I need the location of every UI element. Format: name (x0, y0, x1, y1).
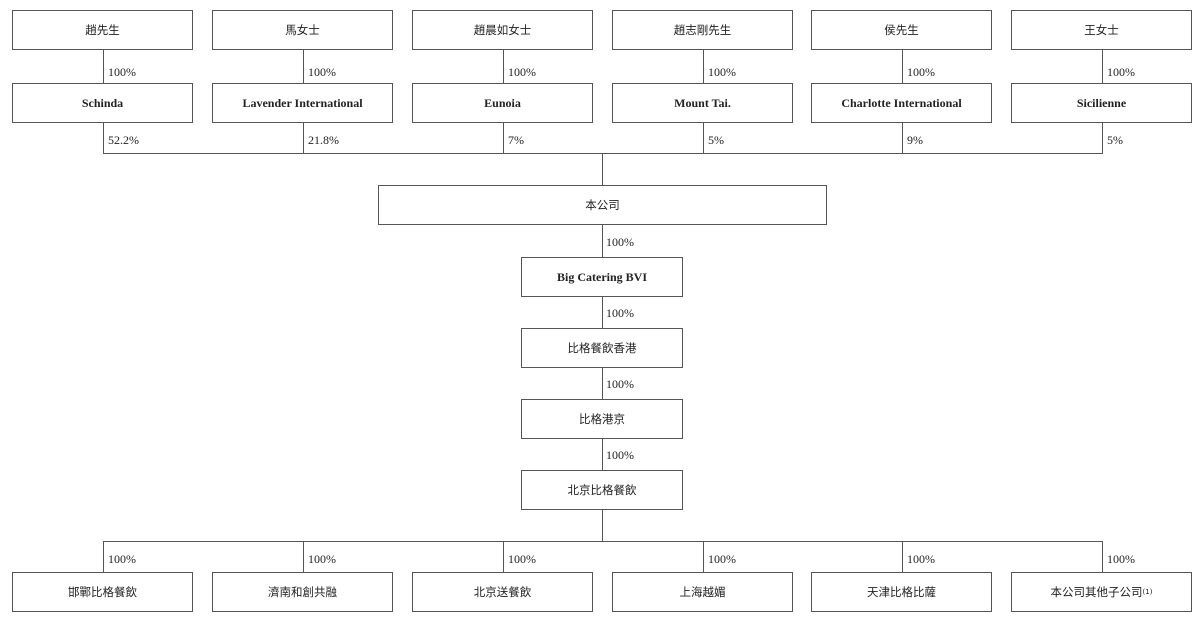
connector-line (602, 296, 603, 328)
company-percentage: 52.2% (108, 133, 139, 147)
holding-vehicle-box: Lavender International (212, 83, 393, 123)
subsidiary-percentage: 100% (308, 552, 336, 566)
shareholder-box: 趙晨如女士 (412, 10, 593, 50)
holding-vehicle-box: Eunoia (412, 83, 593, 123)
holding-percentage: 100% (508, 65, 536, 79)
connector-line (503, 541, 504, 572)
connector-line (703, 541, 704, 572)
connector-line (1102, 50, 1103, 83)
subsidiary-name: 北京送餐飲 (473, 585, 532, 599)
connector-line (303, 50, 304, 83)
company-box: 本公司 (378, 185, 827, 225)
subsidiary-percentage: 100% (907, 552, 935, 566)
subsidiary-name: 天津比格比薩 (867, 585, 936, 599)
subsidiary-box: 北京送餐飲 (412, 572, 593, 612)
subsidiary-percentage: 100% (1107, 552, 1135, 566)
subsidiary-name: 本公司其他子公司 (1050, 585, 1143, 599)
chain-percentage: 100% (606, 377, 634, 391)
connector-line (1102, 123, 1103, 154)
holding-percentage: 100% (907, 65, 935, 79)
subsidiary-box: 上海越媚 (612, 572, 793, 612)
company-percentage: 7% (508, 133, 524, 147)
connector-line (703, 50, 704, 83)
subsidiary-box: 天津比格比薩 (811, 572, 992, 612)
company-percentage: 5% (1107, 133, 1123, 147)
connector-line (103, 50, 104, 83)
chain-percentage: 100% (606, 235, 634, 249)
connector-line (503, 123, 504, 154)
shareholder-box: 馬女士 (212, 10, 393, 50)
subsidiary-box: 比格港京 (521, 399, 683, 439)
holding-percentage: 100% (708, 65, 736, 79)
connector-line (602, 153, 603, 185)
holding-vehicle-box: Mount Tai. (612, 83, 793, 123)
connector-line (602, 509, 603, 541)
shareholder-box: 趙先生 (12, 10, 193, 50)
subsidiary-box: 邯鄲比格餐飲 (12, 572, 193, 612)
connector-line (1102, 541, 1103, 572)
subsidiary-name: 邯鄲比格餐飲 (68, 585, 137, 599)
connector-line (602, 367, 603, 399)
subsidiary-percentage: 100% (708, 552, 736, 566)
connector-line (602, 225, 603, 257)
shareholder-box: 趙志剛先生 (612, 10, 793, 50)
company-percentage: 5% (708, 133, 724, 147)
footnote-marker: (1) (1142, 588, 1153, 596)
connector-line (103, 123, 104, 154)
chain-percentage: 100% (606, 306, 634, 320)
subsidiary-percentage: 100% (508, 552, 536, 566)
connector-line (902, 541, 903, 572)
connector-line (902, 50, 903, 83)
subsidiary-name: 濟南和創共融 (268, 585, 337, 599)
subsidiary-box: 本公司其他子公司(1) (1011, 572, 1192, 612)
connector-line (503, 50, 504, 83)
connector-line (703, 123, 704, 154)
holding-vehicle-box: Schinda (12, 83, 193, 123)
subsidiary-box: 濟南和創共融 (212, 572, 393, 612)
shareholder-box: 王女士 (1011, 10, 1192, 50)
connector-line (103, 541, 104, 572)
holding-vehicle-box: Sicilienne (1011, 83, 1192, 123)
connector-line (103, 541, 1103, 542)
connector-line (902, 123, 903, 154)
holding-percentage: 100% (308, 65, 336, 79)
connector-line (602, 438, 603, 470)
holding-percentage: 100% (1107, 65, 1135, 79)
company-percentage: 9% (907, 133, 923, 147)
subsidiary-percentage: 100% (108, 552, 136, 566)
shareholder-box: 侯先生 (811, 10, 992, 50)
holding-vehicle-box: Charlotte International (811, 83, 992, 123)
subsidiary-box: 北京比格餐飲 (521, 470, 683, 510)
subsidiary-box: Big Catering BVI (521, 257, 683, 297)
holding-percentage: 100% (108, 65, 136, 79)
chain-percentage: 100% (606, 448, 634, 462)
connector-line (303, 123, 304, 154)
subsidiary-name: 上海越媚 (679, 585, 726, 599)
company-percentage: 21.8% (308, 133, 339, 147)
connector-line (303, 541, 304, 572)
subsidiary-box: 比格餐飲香港 (521, 328, 683, 368)
connector-line (103, 153, 1103, 154)
